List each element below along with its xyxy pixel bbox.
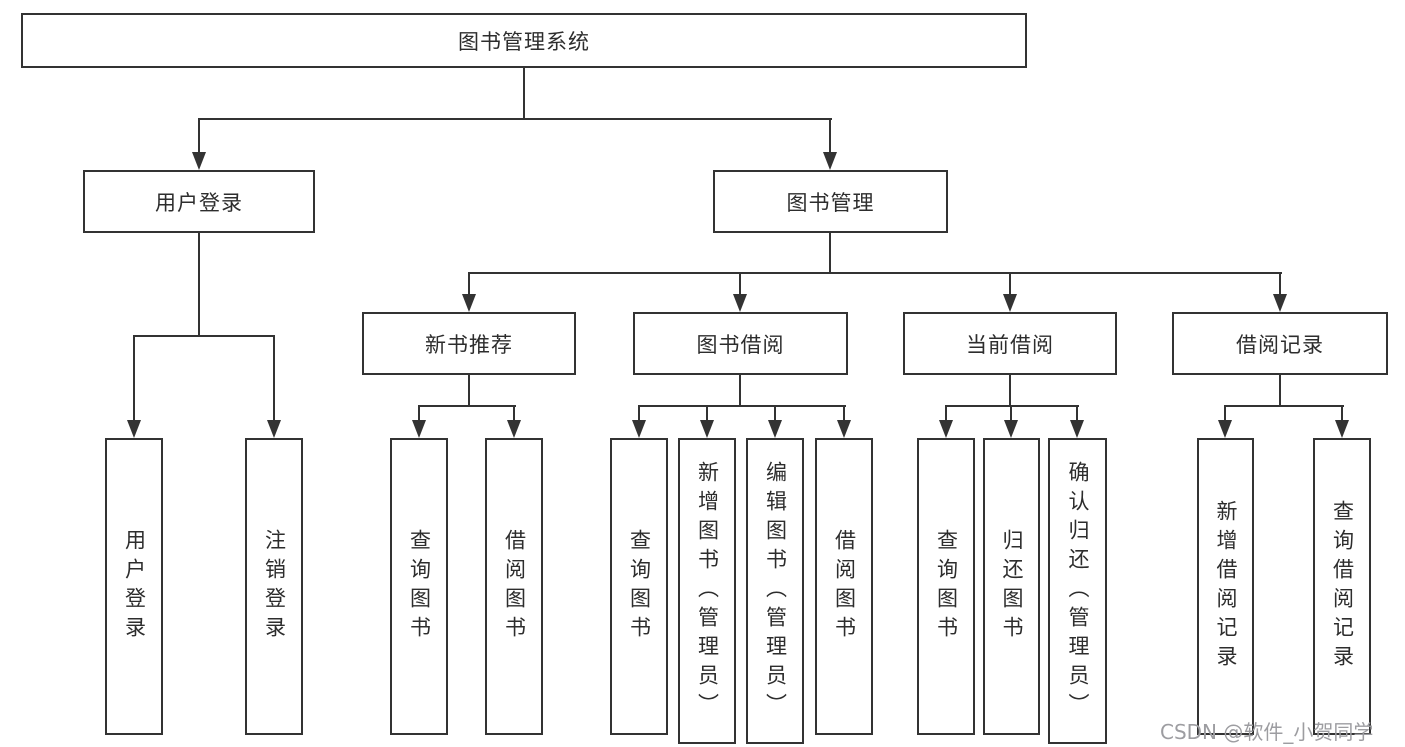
connector-to-bb-query — [638, 405, 640, 422]
watermark-text: CSDN @软件_小贺同学 — [1160, 720, 1374, 744]
leaf-current-confirm-admin: 确认归还（管理员） — [1048, 438, 1107, 744]
node-current-borrow: 当前借阅 — [903, 312, 1117, 375]
leaf-borrow-add-admin: 新增图书（管理员） — [678, 438, 736, 744]
connector-user-login-split — [133, 335, 275, 337]
connector-to-new-books — [468, 272, 470, 296]
connector-to-current-borrow — [1009, 272, 1011, 296]
connector-to-nb-query — [418, 405, 420, 422]
connector-to-leaf-login — [133, 335, 135, 421]
connector-current-borrow-split — [945, 405, 1079, 407]
connector-to-user-login — [198, 118, 200, 154]
connector-to-br-query — [1341, 405, 1343, 422]
connector-to-nb-borrow — [513, 405, 515, 422]
leaf-current-query: 查询图书 — [917, 438, 975, 735]
connector-book-mgmt-split — [468, 272, 1282, 274]
leaf-records-query: 查询借阅记录 — [1313, 438, 1371, 735]
connector-to-borrow-records — [1279, 272, 1281, 296]
node-book-management: 图书管理 — [713, 170, 948, 233]
arrowhead-leaf-logout — [267, 420, 281, 438]
leaf-borrow-edit-admin: 编辑图书（管理员） — [746, 438, 804, 744]
connector-new-books-split — [418, 405, 516, 407]
node-borrow-records: 借阅记录 — [1172, 312, 1388, 375]
leaf-borrow-borrow: 借阅图书 — [815, 438, 873, 735]
leaf-borrow-query: 查询图书 — [610, 438, 668, 735]
connector-to-bb-borrow — [843, 405, 845, 422]
connector-to-bb-edit — [774, 405, 776, 422]
node-book-borrow: 图书借阅 — [633, 312, 848, 375]
arrowhead-br-add — [1218, 420, 1232, 438]
connector-to-cb-query — [945, 405, 947, 422]
connector-root-split — [198, 118, 832, 120]
connector-to-br-add — [1224, 405, 1226, 422]
connector-borrow-records-split — [1224, 405, 1344, 407]
connector-to-book-mgmt — [829, 118, 831, 154]
arrowhead-new-books — [462, 294, 476, 312]
arrowhead-bb-borrow — [837, 420, 851, 438]
connector-book-borrow-stem — [739, 375, 741, 407]
connector-borrow-records-stem — [1279, 375, 1281, 407]
connector-to-cb-confirm — [1076, 405, 1078, 422]
arrowhead-book-mgmt — [823, 152, 837, 170]
arrowhead-cb-confirm — [1070, 420, 1084, 438]
arrowhead-current-borrow — [1003, 294, 1017, 312]
connector-to-cb-return — [1010, 405, 1012, 422]
node-library-system: 图书管理系统 — [21, 13, 1027, 68]
leaf-logout: 注销登录 — [245, 438, 303, 735]
leaf-new-books-query: 查询图书 — [390, 438, 448, 735]
connector-new-books-stem — [468, 375, 470, 407]
arrowhead-bb-query — [632, 420, 646, 438]
connector-to-bb-add — [706, 405, 708, 422]
arrowhead-user-login — [192, 152, 206, 170]
arrowhead-br-query — [1335, 420, 1349, 438]
arrowhead-cb-query — [939, 420, 953, 438]
leaf-user-login: 用户登录 — [105, 438, 163, 735]
connector-current-borrow-stem — [1009, 375, 1011, 407]
leaf-new-books-borrow: 借阅图书 — [485, 438, 543, 735]
arrowhead-nb-borrow — [507, 420, 521, 438]
arrowhead-bb-add — [700, 420, 714, 438]
leaf-current-return: 归还图书 — [983, 438, 1040, 735]
arrowhead-cb-return — [1004, 420, 1018, 438]
connector-to-leaf-logout — [273, 335, 275, 421]
arrowhead-leaf-login — [127, 420, 141, 438]
node-new-book-recommend: 新书推荐 — [362, 312, 576, 375]
connector-book-borrow-split — [638, 405, 846, 407]
connector-user-login-stem — [198, 233, 200, 337]
arrowhead-borrow-records — [1273, 294, 1287, 312]
connector-root-stem — [523, 68, 525, 120]
node-user-login: 用户登录 — [83, 170, 315, 233]
arrowhead-bb-edit — [768, 420, 782, 438]
arrowhead-book-borrow — [733, 294, 747, 312]
leaf-records-add: 新增借阅记录 — [1197, 438, 1254, 735]
connector-book-mgmt-stem — [829, 233, 831, 274]
arrowhead-nb-query — [412, 420, 426, 438]
connector-to-book-borrow — [739, 272, 741, 296]
